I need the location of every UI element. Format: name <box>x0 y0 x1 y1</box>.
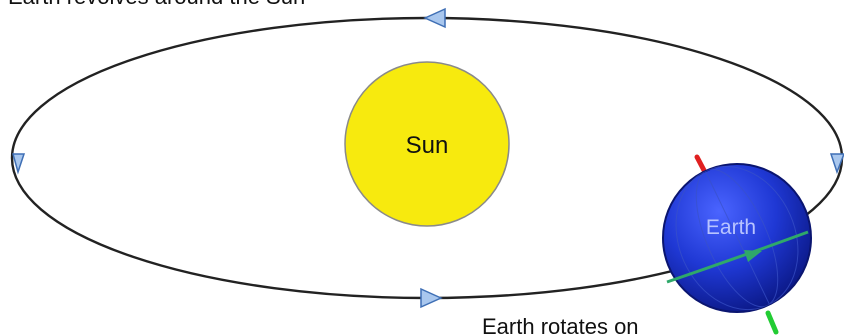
sun-circle <box>344 61 510 227</box>
diagram-caption: Earth rotates on <box>482 314 639 336</box>
earth-equator <box>666 230 809 284</box>
earth-globe <box>662 163 812 313</box>
earth-label: Earth <box>706 216 756 239</box>
earth-axis-bottom <box>765 310 779 335</box>
diagram-title: Earth revolves around the Sun <box>8 0 305 9</box>
orbit-arrow-left <box>12 153 26 175</box>
equator-arrow <box>744 250 762 262</box>
sun-label: Sun <box>406 132 449 159</box>
orbit-arrow-right <box>829 153 844 175</box>
orbit-arrow-bottom <box>420 287 443 309</box>
orbit-arrow-top <box>423 7 446 29</box>
